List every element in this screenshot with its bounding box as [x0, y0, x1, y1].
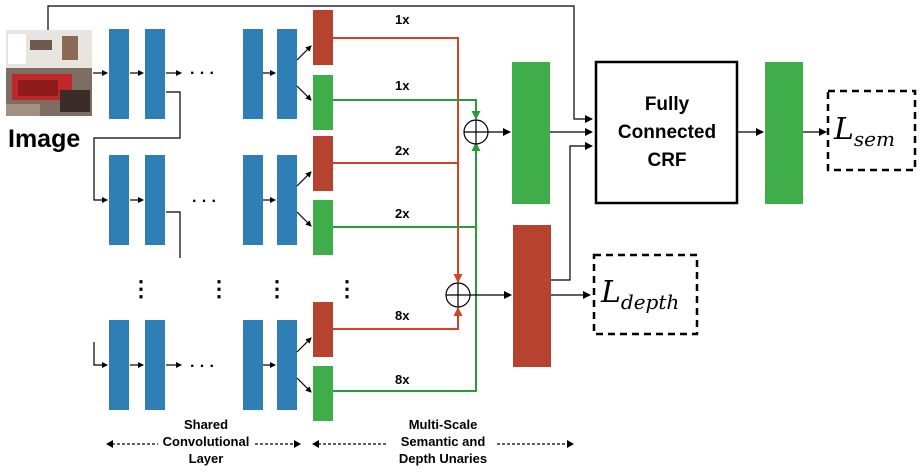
caption-multiscale-1: Multi-Scale	[409, 417, 478, 432]
scale-label: 2x	[395, 206, 410, 221]
vertical-dots: ⋮	[336, 276, 358, 301]
row-connector	[93, 342, 108, 368]
depth-sum-node	[445, 282, 471, 308]
depth-unary	[313, 136, 333, 191]
crf-output	[765, 62, 803, 204]
scale-label: 1x	[395, 12, 410, 27]
row-connector	[166, 211, 181, 258]
vertical-dots: ⋮	[266, 276, 288, 301]
caption-shared-3: Layer	[189, 451, 224, 466]
vertical-dots: ⋮	[208, 276, 230, 301]
ellipsis: · · ·	[190, 358, 215, 375]
depth-unary	[313, 10, 333, 65]
conv-block	[145, 155, 165, 245]
crf-line-1: Fully	[645, 94, 690, 115]
conv-block	[109, 320, 129, 410]
conv-block	[145, 29, 165, 119]
conv-block	[109, 29, 129, 119]
row-connector	[93, 91, 181, 203]
ellipsis: · · ·	[190, 65, 215, 82]
shared-span	[106, 440, 301, 448]
conv-block	[277, 29, 297, 119]
caption-shared-1: Shared	[184, 417, 228, 432]
conv-block	[243, 320, 263, 410]
semantic-lines	[333, 99, 481, 392]
depth-loss-label: Ldepth	[600, 275, 679, 314]
conv-block	[277, 155, 297, 245]
depth-lines	[333, 37, 463, 330]
scale-label: 1x	[395, 78, 410, 93]
conv-row-2: · · ·	[109, 136, 333, 255]
conv-row-1: · · ·	[93, 10, 333, 130]
conv-block	[277, 320, 297, 410]
semantic-unary	[313, 75, 333, 130]
caption-shared-2: Convolutional	[163, 434, 250, 449]
crf-line-2: Connected	[618, 122, 716, 143]
semantic-loss-box	[826, 89, 917, 172]
vertical-dots: ⋮	[130, 276, 152, 301]
semantic-unary	[313, 366, 333, 421]
caption-multiscale-2: Semantic and	[401, 434, 486, 449]
conv-block	[109, 155, 129, 245]
multiscale-span	[312, 440, 574, 448]
scale-label: 8x	[395, 372, 410, 387]
scale-label: 2x	[395, 143, 410, 158]
image-skip-connection	[47, 5, 593, 123]
semantic-output	[512, 62, 550, 204]
input-image	[6, 30, 92, 116]
conv-block	[243, 155, 263, 245]
crf-line-3: CRF	[647, 150, 686, 171]
scale-label: 8x	[395, 308, 410, 323]
caption-multiscale-3: Depth Unaries	[399, 451, 487, 466]
conv-row-3: · · ·	[109, 302, 333, 421]
image-label: Image	[8, 125, 80, 153]
semantic-sum-node	[463, 119, 489, 145]
semantic-unary	[313, 200, 333, 255]
depth-loss-box	[592, 253, 699, 336]
depth-output	[513, 225, 551, 367]
ellipsis: · · ·	[192, 193, 217, 210]
semantic-loss-label: Lsem	[833, 112, 895, 151]
arrow	[551, 142, 593, 281]
depth-unary	[313, 302, 333, 357]
conv-block	[145, 320, 165, 410]
conv-block	[243, 29, 263, 119]
